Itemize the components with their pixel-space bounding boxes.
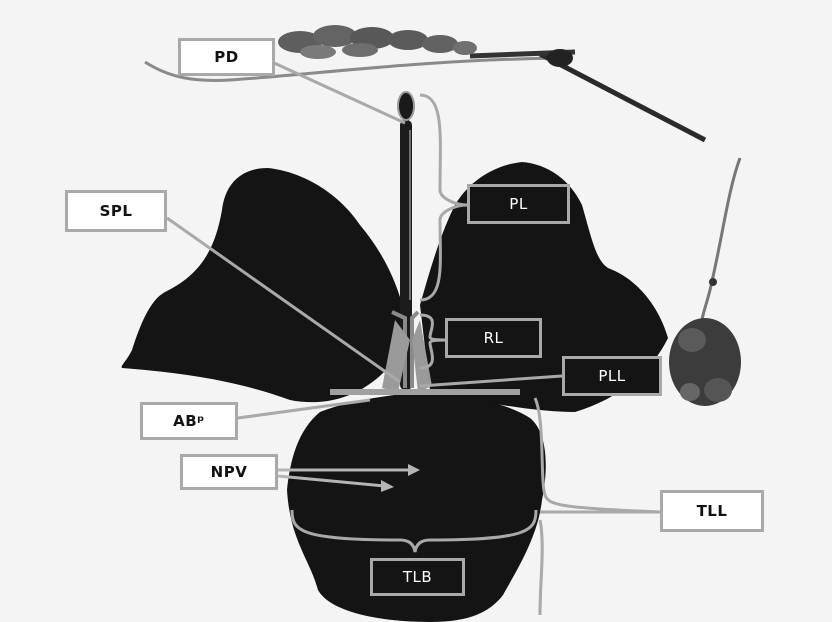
flower-head [669, 158, 741, 406]
tll-bottom-bracket [540, 520, 542, 615]
label-pl: PL [467, 184, 570, 224]
tll-top-bracket [535, 398, 660, 512]
label-tlb: TLB [370, 558, 465, 596]
label-pd: PD [178, 38, 275, 76]
label-tll: TLL [660, 490, 764, 532]
label-npv: NPV [180, 454, 278, 490]
label-spl: SPL [65, 190, 167, 232]
label-rl: RL [445, 318, 542, 358]
label-abp: ABᵖ [140, 402, 238, 440]
label-pll: PLL [562, 356, 662, 396]
